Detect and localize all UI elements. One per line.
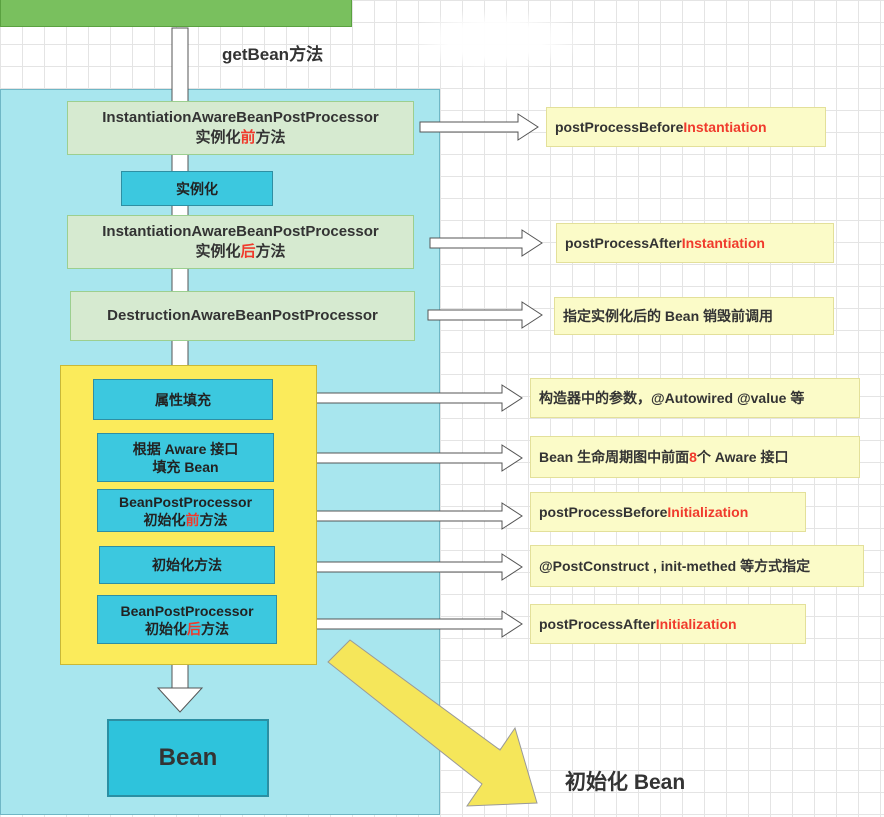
arrow-r5 (293, 444, 523, 472)
arrow-r3 (427, 301, 543, 329)
getbean-title: getBean方法 (222, 45, 324, 64)
iabpp-before-line1: InstantiationAwareBeanPostProcessor (102, 109, 379, 126)
top-green-block (0, 0, 352, 27)
bpp-after-line1: BeanPostProcessor (120, 602, 254, 619)
init-method-box: 初始化方法 (99, 546, 275, 584)
iabpp-before-box: InstantiationAwareBeanPostProcessor 实例化前… (67, 101, 414, 155)
aware-box: 根据 Aware 接口 填充 Bean (97, 433, 274, 482)
init-bean-label: 初始化 Bean (565, 771, 686, 794)
bpp-before-line2: 初始化前方法 (143, 511, 228, 528)
arrow-r4 (293, 384, 523, 412)
instantiate-box: 实例化 (121, 171, 273, 206)
bpp-before-line1: BeanPostProcessor (118, 493, 253, 510)
iabpp-after-line1: InstantiationAwareBeanPostProcessor (102, 223, 379, 240)
arrow-r7 (293, 553, 523, 581)
right-box-5: Bean 生命周期图中前面 8 个 Aware 接口 (530, 436, 860, 478)
populate-box: 属性填充 (93, 379, 273, 420)
iabpp-after-box: InstantiationAwareBeanPostProcessor 实例化后… (67, 215, 414, 269)
bpp-after-line2: 初始化后方法 (145, 620, 229, 637)
flow-down-arrowhead (156, 687, 204, 713)
right-box-3: 指定实例化后的 Bean 销毁前调用 (554, 297, 834, 335)
aware-line2: 填充 Bean (152, 458, 219, 475)
aware-line1: 根据 Aware 接口 (132, 440, 239, 457)
big-diagonal-arrow (327, 639, 538, 807)
bean-box: Bean (107, 719, 269, 797)
bpp-after-box: BeanPostProcessor 初始化后方法 (97, 595, 277, 644)
bpp-before-box: BeanPostProcessor 初始化前方法 (97, 489, 274, 532)
blur-patch (410, 10, 580, 70)
arrow-r2 (429, 229, 543, 257)
iabpp-before-line2: 实例化前方法 (195, 129, 286, 146)
iabpp-after-line2: 实例化后方法 (195, 243, 286, 260)
dabpp-box: DestructionAwareBeanPostProcessor (70, 291, 415, 341)
right-box-7: @PostConstruct , init-methed 等方式指定 (530, 545, 864, 587)
arrow-r1 (419, 113, 539, 141)
right-box-4: 构造器中的参数，@Autowired @value 等 (530, 378, 860, 418)
arrow-r8 (293, 610, 523, 638)
arrow-r6 (293, 502, 523, 530)
